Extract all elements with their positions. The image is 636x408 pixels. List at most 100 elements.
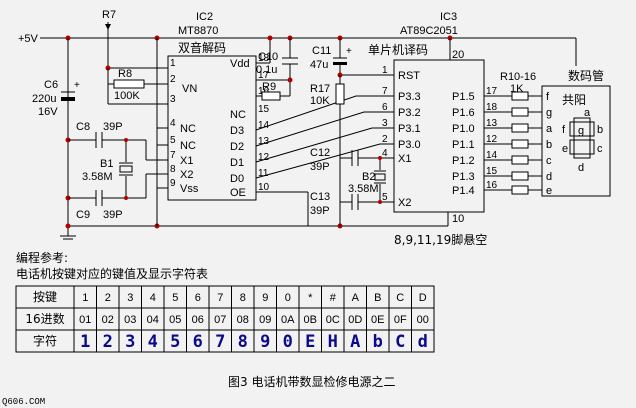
- table-key-cell: #: [330, 292, 337, 304]
- ic2-pin-number: 4: [170, 118, 176, 129]
- junction-dot: [267, 35, 273, 41]
- segment-label-e: e: [562, 143, 568, 155]
- ic3-pin-name: P3.1: [398, 123, 421, 135]
- ic2-pin-name: NC: [180, 140, 196, 152]
- ic3-pin-name: P1.3: [452, 171, 475, 183]
- ic2-ref: IC2: [196, 11, 213, 23]
- ic3-nc-note: 8,9,11,19脚悬空: [394, 232, 487, 247]
- r9-resistor: [261, 91, 281, 101]
- table-hex-cell: 0F: [394, 314, 407, 326]
- table-key-cell: C: [396, 292, 404, 304]
- segment-label-f: f: [562, 124, 566, 136]
- ic3-pin-number: 1: [382, 65, 388, 76]
- c6-value: 220u: [32, 93, 56, 105]
- ic2-pin-number: 17: [258, 70, 270, 81]
- c6-voltage: 16V: [38, 106, 58, 118]
- table-key-cell: 4: [150, 292, 156, 304]
- b2-crystal: [374, 173, 386, 181]
- display-type: 共阳: [562, 93, 586, 107]
- ic3-pin-name: P3.2: [398, 107, 421, 119]
- d3-bus: [255, 95, 394, 131]
- ic2-pin-name: Vdd: [230, 58, 250, 70]
- segment-g: [573, 135, 591, 141]
- ic2-pin-name: D2: [230, 141, 244, 153]
- ic3-pin20: 20: [452, 49, 464, 61]
- segment-a: [573, 117, 591, 123]
- d0-bus: [255, 143, 394, 179]
- table-key-cell: A: [352, 292, 360, 304]
- table-hex-cell: 06: [192, 314, 204, 326]
- table-key-cell: 6: [195, 292, 201, 304]
- table-hex-cell: 0D: [348, 314, 362, 326]
- ic2-title: 双音解码: [178, 40, 226, 55]
- c11-value: 47u: [310, 59, 328, 71]
- table-key-cell: 1: [82, 292, 88, 304]
- b2-ref: B2: [362, 171, 375, 183]
- ic3-pin-number: 4: [382, 148, 388, 159]
- table-glyph-cell: 8: [238, 332, 248, 352]
- display-pin-label: a: [546, 123, 553, 135]
- ic2-pin-number: 12: [258, 152, 270, 163]
- r9-ref: R9: [262, 81, 276, 93]
- ic3-ref: IC3: [440, 11, 457, 23]
- r7-arrow: [105, 24, 111, 30]
- reference-heading: 编程参考:: [16, 250, 68, 265]
- segment-label-c: c: [597, 143, 603, 155]
- watermark: Q606.COM: [2, 397, 45, 407]
- c8-value: 39P: [103, 121, 123, 133]
- r7-ref: R7: [102, 9, 116, 21]
- r8-value: 100K: [114, 90, 140, 102]
- segment-label-a: a: [584, 107, 591, 119]
- table-key-cell: 7: [217, 292, 223, 304]
- ic3-pin-number: 15: [486, 166, 498, 177]
- b1-value: 3.58M: [82, 171, 113, 183]
- ic3-pin-name: P1.2: [452, 155, 475, 167]
- table-glyph-cell: C: [395, 332, 405, 352]
- ic3-pin-number: 7: [382, 86, 388, 97]
- c11-plate: [333, 62, 347, 65]
- display-pin-label: d: [546, 171, 552, 183]
- d2-bus: [255, 111, 394, 147]
- reference-subtitle: 电话机按键对应的键值及显示字符表: [16, 266, 208, 281]
- r17-resistor: [335, 83, 345, 105]
- table-row-label: 按键: [33, 290, 57, 304]
- table-frame: [15, 285, 435, 353]
- table-row-label: 字符: [33, 333, 57, 348]
- ic2-pin-number: 7: [170, 150, 176, 161]
- segment-f: [569, 121, 575, 137]
- ic3-pin-number: 14: [486, 150, 498, 161]
- segment-b: [589, 121, 595, 137]
- ic3-pin-number: 18: [486, 102, 498, 113]
- table-glyph-cell: H: [328, 332, 338, 352]
- ic2-body: [167, 55, 257, 201]
- ic3-pin-name: X2: [398, 197, 411, 209]
- ic2-pin-name: NC: [230, 109, 246, 121]
- table-glyph-cell: A: [350, 332, 360, 352]
- ic3-pin-name: X1: [398, 153, 411, 165]
- junction-dot: [287, 77, 293, 83]
- table-glyph-cell: 4: [148, 332, 158, 352]
- junction-dot: [378, 200, 382, 204]
- c12-value: 39P: [310, 161, 330, 173]
- table-hex-cell: 03: [124, 314, 136, 326]
- display-body: [541, 85, 611, 197]
- table-glyph-cell: 3: [125, 332, 135, 352]
- ic3-pin-name: P3.3: [398, 91, 421, 103]
- r10-16-ref: R10-16: [500, 71, 536, 83]
- segment-e: [569, 139, 575, 155]
- ic3-pin-number: 6: [382, 102, 388, 113]
- ic2-pin-name: OE: [230, 187, 246, 199]
- ic2-pin-number: 14: [258, 120, 270, 131]
- ic3-pin-name: P1.1: [452, 139, 475, 151]
- c8-ref: C8: [76, 121, 90, 133]
- display-pin-label: b: [546, 139, 552, 151]
- ic2-pin-number: 5: [170, 135, 176, 146]
- segment-label-d: d: [578, 162, 584, 174]
- ic2-pin-number: 3: [170, 94, 176, 105]
- ic2-pin-number: 13: [258, 136, 270, 147]
- ic2-pin-number: 2: [170, 74, 176, 85]
- ic3-pin-name: P1.0: [452, 123, 475, 135]
